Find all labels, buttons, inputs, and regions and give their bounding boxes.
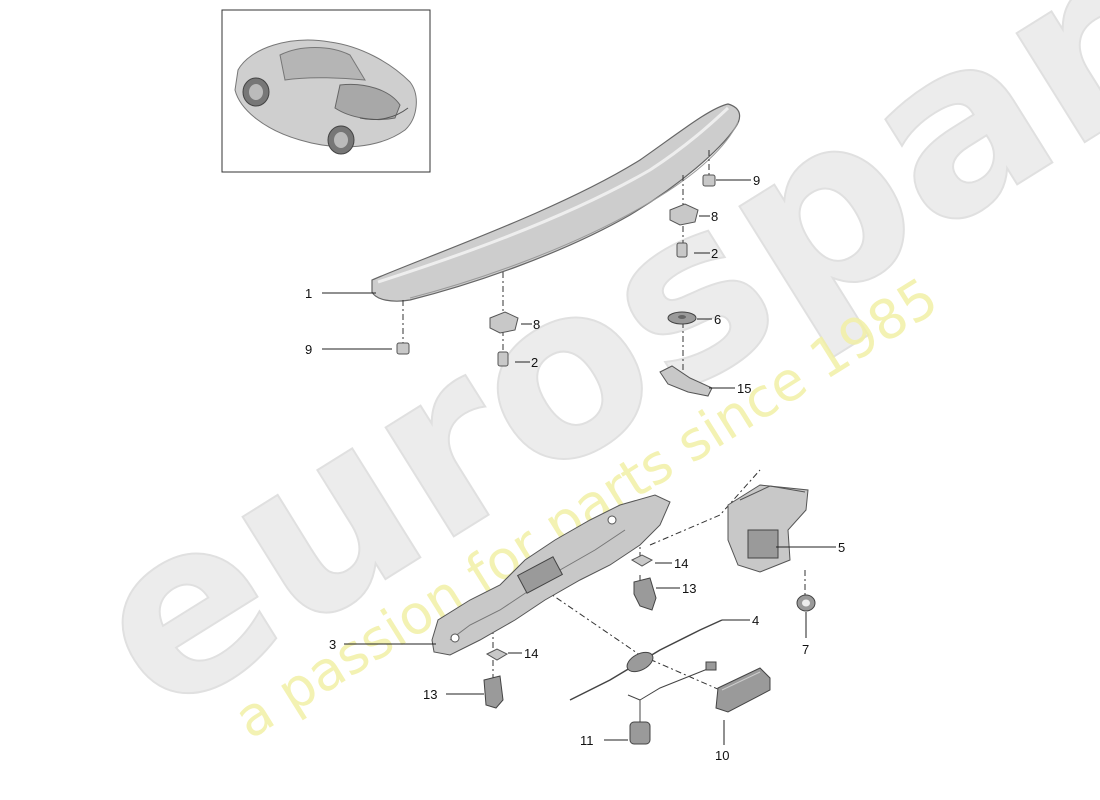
part-14-clip-upper[interactable] (630, 554, 654, 567)
part-13-block-lower[interactable] (483, 675, 504, 709)
part-9-nut-left[interactable] (396, 342, 410, 355)
part-15-bracket[interactable] (659, 365, 713, 397)
part-13-block-upper[interactable] (633, 577, 657, 611)
callout-11: 11 (580, 733, 594, 748)
callout-14-upper: 14 (674, 556, 688, 571)
callout-14-lower: 14 (524, 646, 538, 661)
callout-8-right: 8 (711, 209, 718, 224)
callout-5: 5 (838, 540, 845, 555)
watermark-brand: eurospares (45, 0, 1100, 767)
part-8-clip-right[interactable] (669, 203, 699, 226)
watermark: eurospares a passion for parts since 198… (44, 0, 1100, 768)
part-1-rear-spoiler[interactable] (371, 103, 741, 302)
callout-1: 1 (305, 286, 312, 301)
car-icon (234, 39, 417, 155)
callouts: 1 2 2 3 4 5 6 7 8 8 9 9 10 11 13 13 14 1… (305, 173, 845, 763)
callout-13-lower: 13 (423, 687, 437, 702)
callout-2-left: 2 (531, 355, 538, 370)
vehicle-thumbnail (221, 9, 431, 173)
callout-6: 6 (714, 312, 721, 327)
part-8-clip-left[interactable] (489, 311, 519, 334)
callout-3: 3 (329, 637, 336, 652)
callout-10: 10 (715, 748, 729, 763)
callout-7: 7 (802, 642, 809, 657)
part-10-switch[interactable] (715, 667, 771, 713)
part-14-clip-lower[interactable] (485, 648, 509, 661)
callout-4: 4 (752, 613, 759, 628)
part-2-screw-right[interactable] (676, 242, 688, 258)
part-2-screw-left[interactable] (497, 351, 509, 367)
part-9-nut-right[interactable] (702, 174, 716, 187)
callout-9-right: 9 (753, 173, 760, 188)
leader-lines (322, 179, 836, 745)
part-5-camera-housing[interactable] (727, 484, 809, 573)
callout-8-left: 8 (533, 317, 540, 332)
callout-15: 15 (737, 381, 751, 396)
part-3-carrier-frame[interactable] (431, 494, 671, 656)
part-6-washer[interactable] (667, 311, 697, 325)
part-7-grommet[interactable] (796, 594, 816, 612)
callout-9-left: 9 (305, 342, 312, 357)
callout-2-right: 2 (711, 246, 718, 261)
callout-13-upper: 13 (682, 581, 696, 596)
part-4-cable[interactable] (569, 619, 723, 701)
part-11-connector[interactable] (627, 694, 651, 745)
